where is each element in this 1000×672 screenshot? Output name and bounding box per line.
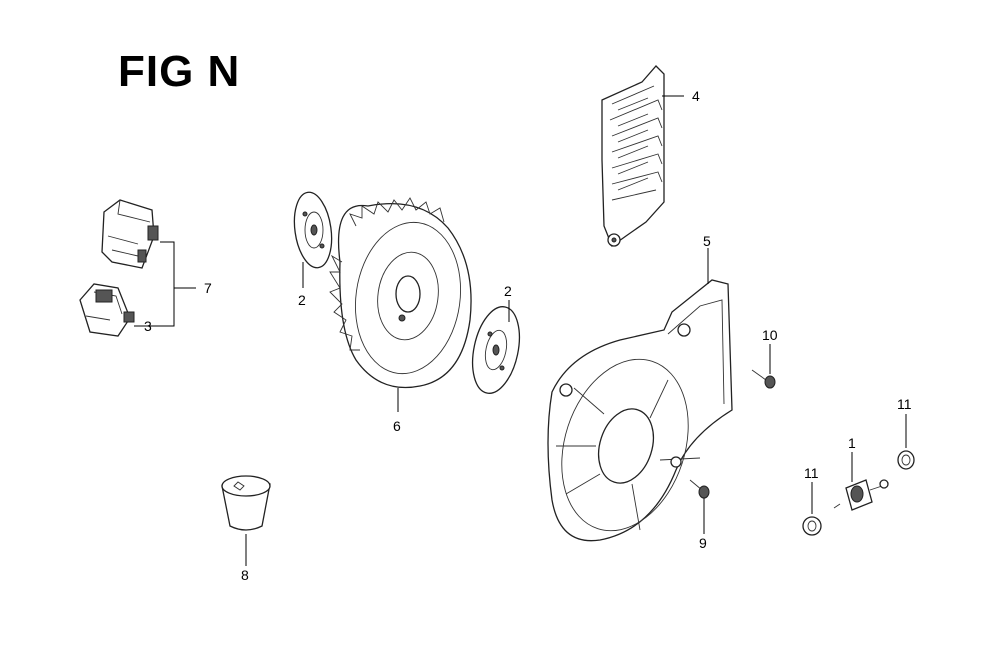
part-11-clamp-right (897, 450, 915, 470)
part-4-shroud-grille (601, 65, 665, 248)
part-10-bolt (751, 369, 776, 389)
part-9-screw (689, 479, 710, 499)
part-1-fitting (833, 479, 889, 511)
callout-2-right: 2 (504, 283, 512, 299)
callout-4: 4 (692, 88, 700, 104)
callout-11-right: 11 (897, 396, 912, 412)
callout-7: 7 (204, 280, 212, 296)
part-2-disc-lower (471, 306, 521, 394)
part-7-coil-upper (101, 199, 159, 269)
part-8-rubber-cap (221, 475, 271, 531)
figure-title: FIG N (118, 47, 241, 96)
callout-6: 6 (393, 418, 401, 434)
callout-2-left: 2 (298, 292, 306, 308)
part-2-disc-upper (293, 191, 333, 269)
callout-9: 9 (699, 535, 707, 551)
callout-8: 8 (241, 567, 249, 583)
callout-3: 3 (144, 318, 152, 334)
part-11-clamp-left (802, 516, 822, 536)
callout-1: 1 (848, 435, 856, 451)
part-3-coil-lower (79, 283, 135, 337)
callout-10: 10 (762, 327, 778, 343)
part-6-flywheel (329, 197, 472, 389)
callout-11-left: 11 (804, 465, 819, 481)
leader-7 (134, 241, 196, 327)
callout-5: 5 (703, 233, 711, 249)
part-5-fan-cover (547, 279, 733, 542)
